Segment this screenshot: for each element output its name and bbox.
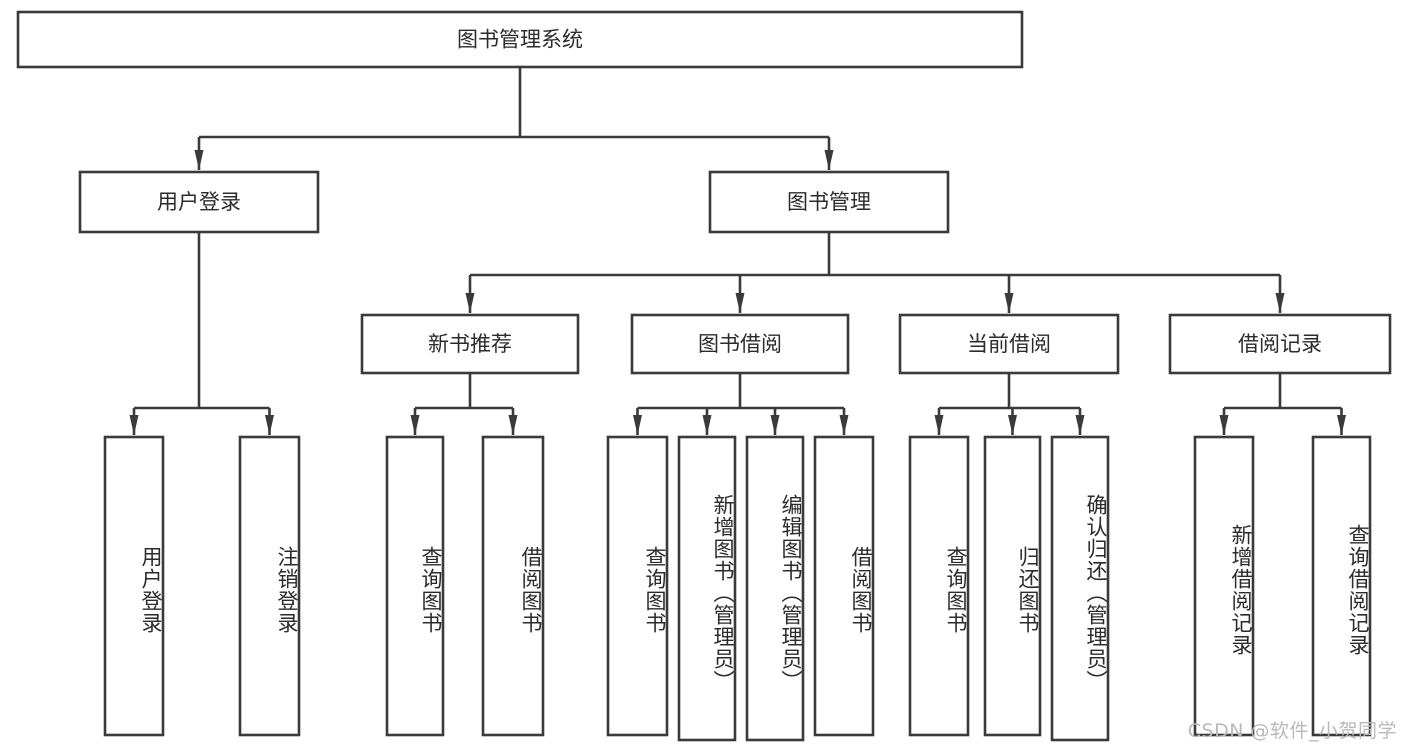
leaf-box-8[interactable]: [908, 435, 970, 737]
watermark-text: CSDN @软件_小贺同学: [1187, 720, 1397, 742]
node-label-level2-0: 用户登录: [157, 190, 241, 214]
node-box-level3-2[interactable]: [898, 313, 1120, 375]
connectors-layer: [129, 67, 1346, 435]
node-box-level3-1[interactable]: [630, 313, 850, 375]
leaf-box-4[interactable]: [606, 435, 669, 737]
node-box-level2-0[interactable]: [78, 170, 320, 234]
leaf-box-1[interactable]: [238, 435, 301, 737]
leaf-box-10[interactable]: [1050, 435, 1110, 742]
leaf-box-0[interactable]: [103, 435, 165, 737]
node-label-level3-1: 图书借阅: [698, 332, 782, 356]
leaf-box-5[interactable]: [677, 435, 737, 742]
node-box-level3-3[interactable]: [1168, 313, 1392, 375]
leaf-box-12[interactable]: [1311, 435, 1372, 737]
leaf-box-9[interactable]: [983, 435, 1042, 737]
leaf-box-6[interactable]: [745, 435, 805, 742]
leaf-box-7[interactable]: [813, 435, 875, 737]
leaf-box-3[interactable]: [481, 435, 545, 737]
node-box-root[interactable]: [16, 10, 1024, 69]
boxes-layer: [16, 10, 1392, 742]
node-label-level2-1: 图书管理: [787, 190, 871, 214]
node-box-level2-1[interactable]: [708, 170, 950, 234]
node-label-level3-0: 新书推荐: [428, 332, 512, 356]
node-label-root: 图书管理系统: [457, 28, 583, 52]
leaf-box-11[interactable]: [1193, 435, 1255, 737]
node-label-level3-3: 借阅记录: [1238, 332, 1322, 356]
node-label-level3-2: 当前借阅: [967, 332, 1051, 356]
leaf-box-2[interactable]: [385, 435, 445, 737]
node-box-level3-0[interactable]: [360, 313, 580, 375]
